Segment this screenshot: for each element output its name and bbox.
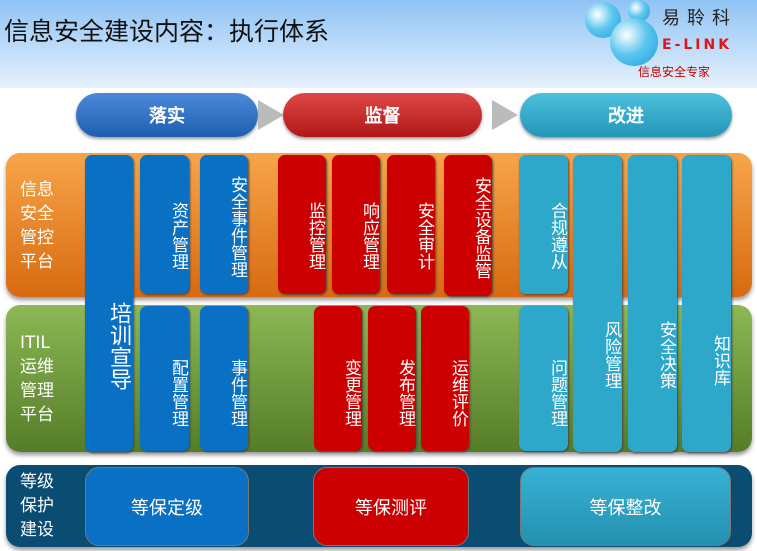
box-grading-level: 等保定级	[85, 467, 249, 546]
box-release: 发布管理	[368, 306, 416, 451]
box-grading-fix: 等保整改	[520, 467, 731, 546]
phase-implement: 落实	[76, 93, 258, 137]
box-problem: 问题管理	[519, 306, 568, 451]
box-response: 响应管理	[332, 155, 380, 294]
box-monitor: 监控管理	[278, 155, 326, 294]
box-compliance: 合规遵从	[519, 155, 568, 294]
box-asset: 资产管理	[140, 155, 189, 294]
band-label: 等级保护建设	[20, 472, 54, 540]
phase-supervise: 监督	[283, 93, 482, 137]
box-config: 配置管理	[140, 306, 189, 451]
box-knowledge: 知识库	[682, 155, 731, 452]
box-grading-test: 等保测评	[313, 467, 469, 546]
band-label: ITIL运维管理平台	[20, 333, 54, 425]
logo-slogan: 信息安全专家	[638, 65, 711, 79]
phase-improve: 改进	[520, 93, 732, 137]
logo-cn: 易聆科	[662, 8, 737, 29]
logo: 易聆科 E-LINK 信息安全专家	[580, 0, 750, 86]
band-label: 信息安全管控平台	[20, 180, 54, 272]
box-decision: 安全决策	[628, 155, 677, 452]
arrow-icon	[258, 100, 284, 130]
page-title: 信息安全建设内容：执行体系	[4, 17, 330, 46]
box-device: 安全设备监管	[444, 155, 492, 296]
arrow-icon	[492, 100, 518, 130]
header: 信息安全建设内容：执行体系 易聆科 E-LINK 信息安全专家	[0, 0, 757, 88]
box-op-evaluation: 运维评价	[421, 306, 469, 451]
box-risk: 风险管理	[573, 155, 622, 452]
box-audit: 安全审计	[387, 155, 435, 294]
box-security-event: 安全事件管理	[200, 155, 248, 294]
box-event: 事件管理	[200, 306, 248, 451]
box-change: 变更管理	[314, 306, 362, 451]
logo-en: E-LINK	[662, 37, 733, 53]
box-training: 培训宣导	[85, 155, 133, 452]
